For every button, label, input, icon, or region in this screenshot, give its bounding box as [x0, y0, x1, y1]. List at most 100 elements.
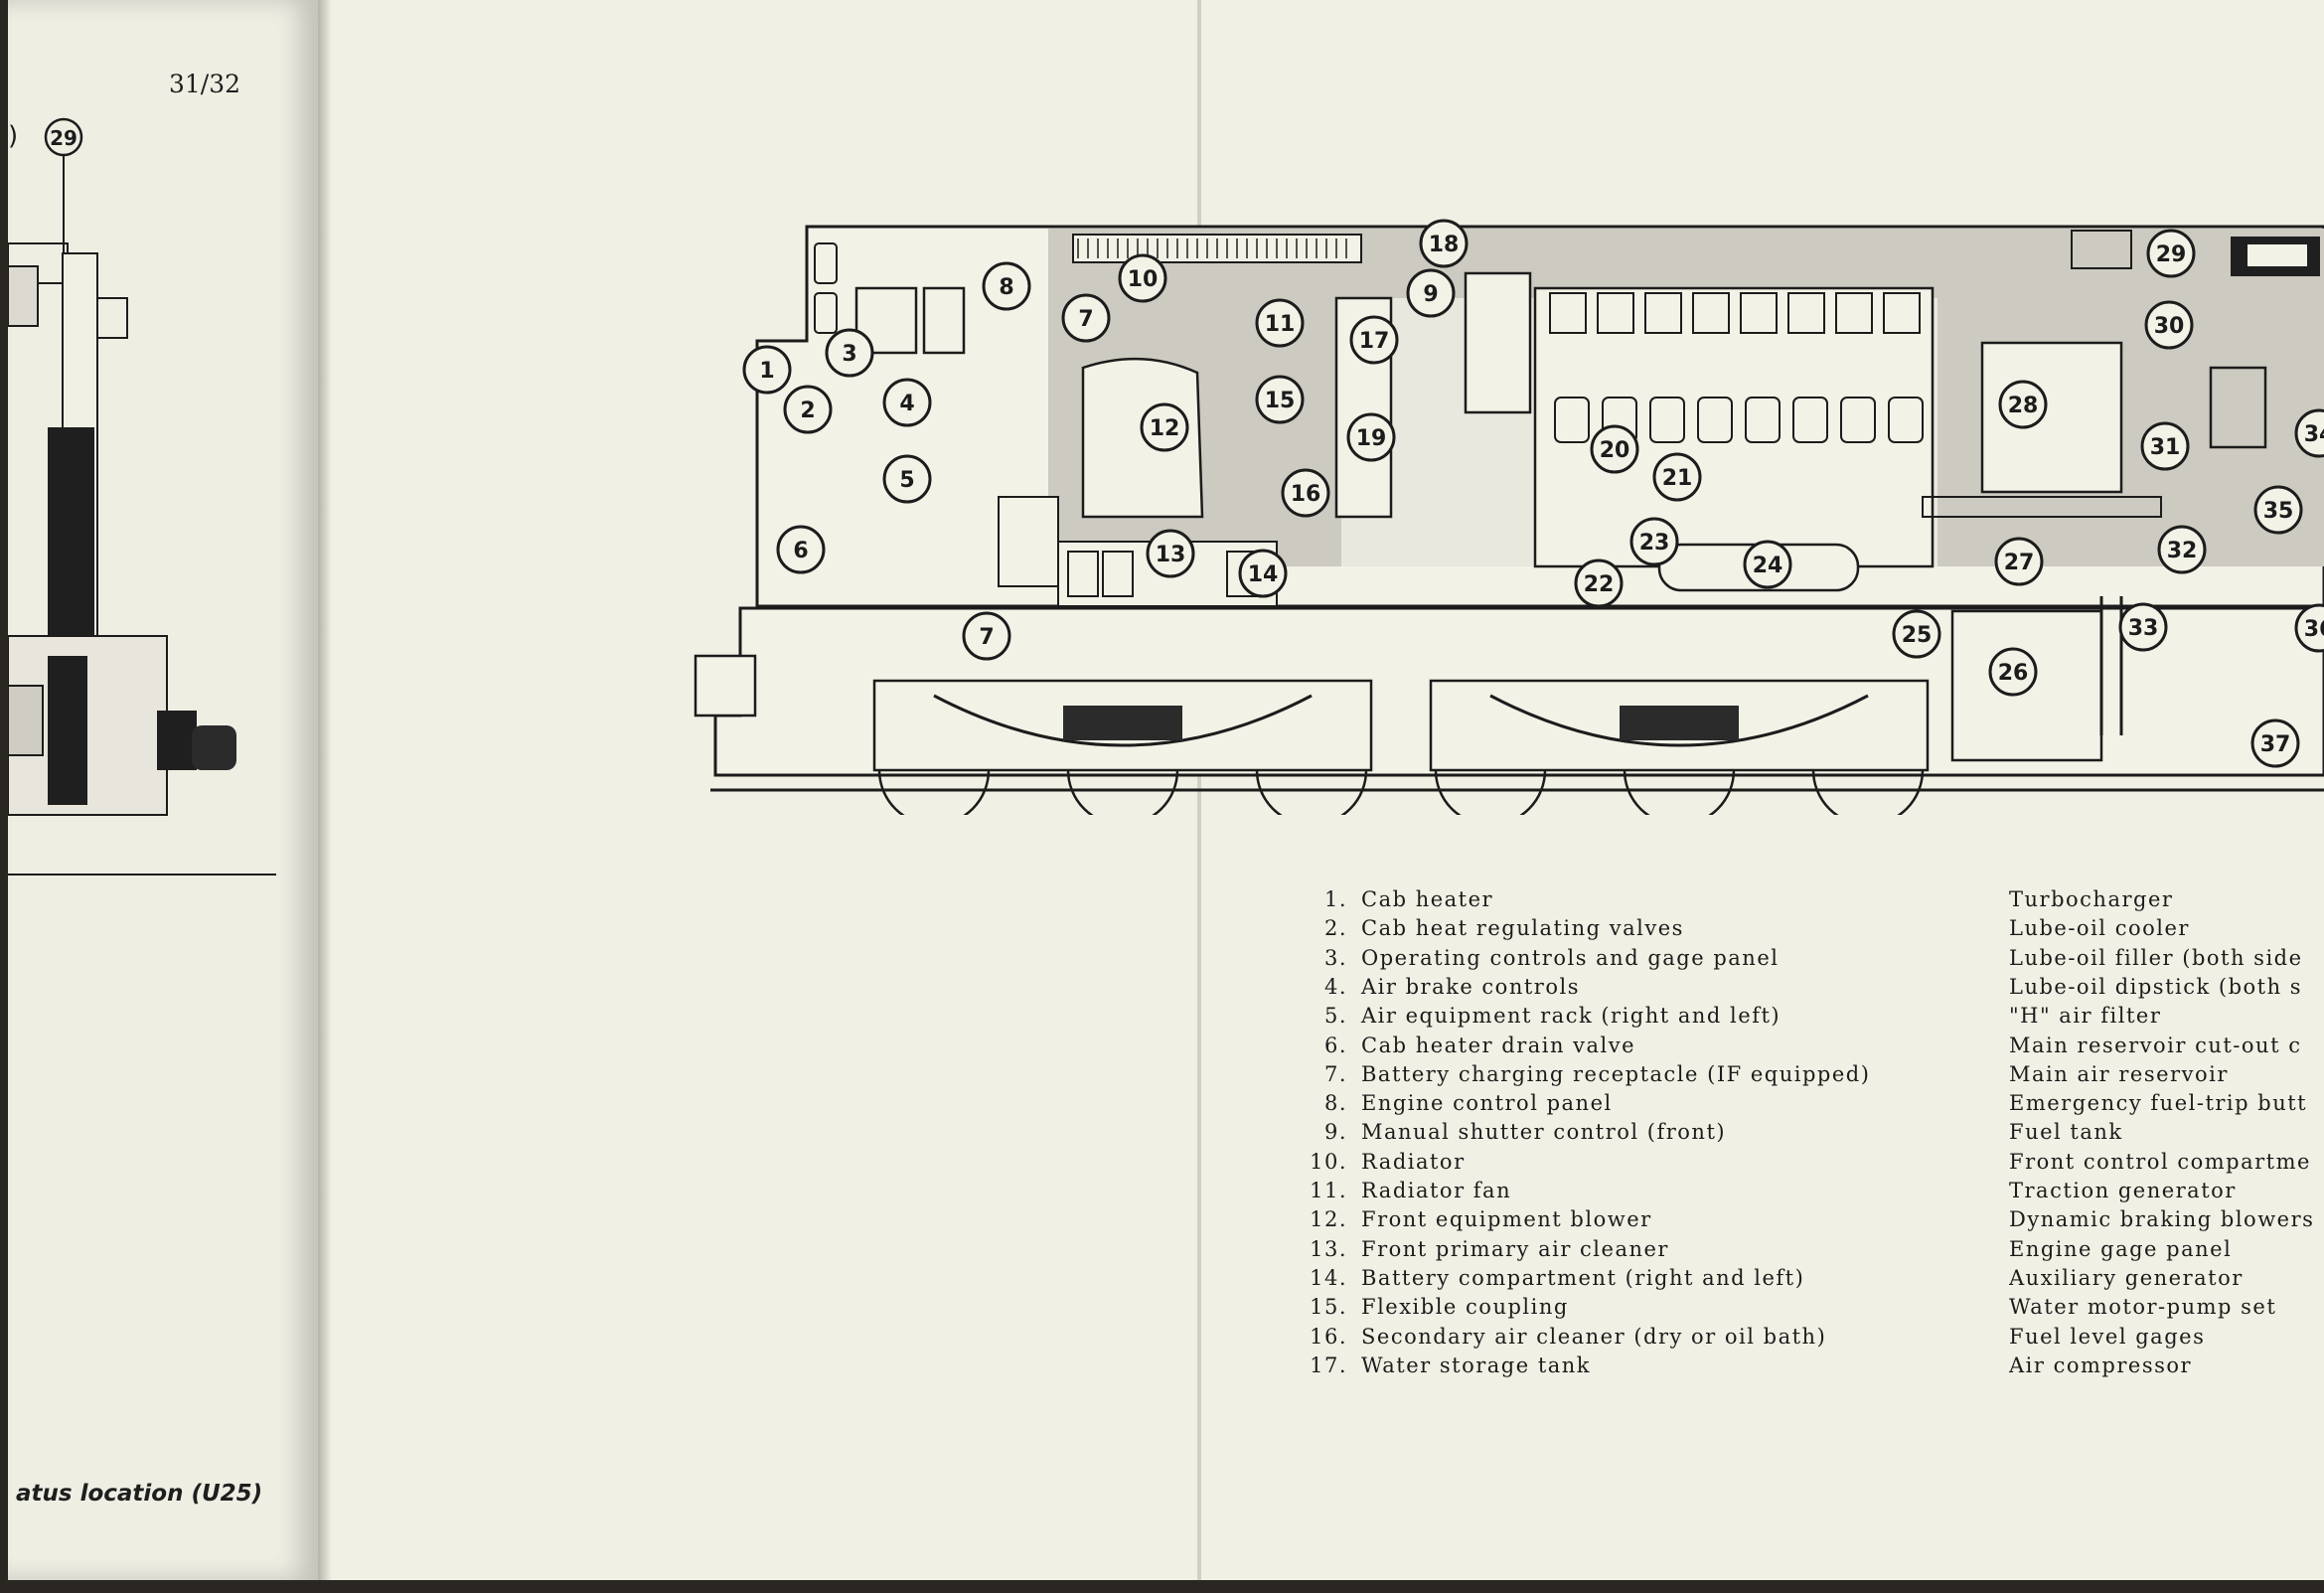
legend-item: 23.Main reservoir cut-out c [2009, 1034, 2301, 1057]
legend-item-text: Radiator fan [1361, 1179, 1512, 1202]
page-number: 31/32 [169, 70, 241, 98]
callout-label-26: 26 [1998, 661, 2029, 686]
legend-item-number: 11. [1310, 1179, 1347, 1202]
callout-label-12: 12 [1150, 416, 1180, 441]
callout-circle-36 [2294, 603, 2324, 653]
callout-label-35: 35 [2263, 499, 2294, 524]
cylinder-head [1549, 292, 1587, 334]
legend-item-number: 10. [1310, 1149, 1347, 1174]
truck-wheel [1623, 769, 1736, 815]
legend-item-text: Manual shutter control (front) [1361, 1120, 1727, 1145]
truck-spring-pack [1620, 706, 1739, 740]
callout-circle-2 [783, 385, 833, 434]
callout-circle-35 [2253, 485, 2303, 535]
legend-item-text: Lube-oil filler (both side [2009, 945, 2303, 970]
legend-item-number: 7. [1323, 1061, 1347, 1086]
callout-label-4: 4 [899, 392, 914, 416]
cylinder-head [1787, 292, 1825, 334]
callout-circle-28 [1998, 380, 2048, 429]
callout-circle-27 [1994, 537, 2044, 586]
legend-item-text: Battery compartment (right and left) [1361, 1265, 1805, 1290]
legend-item: 10.Radiator [1310, 1150, 1466, 1174]
cylinder-head [1883, 292, 1921, 334]
legend-item-text: Water storage tank [1361, 1353, 1592, 1377]
callout-label-1: 1 [759, 359, 774, 384]
legend-right: 18.Turbocharger19.Lube-oil cooler20.Lube… [2009, 887, 2324, 1404]
figure-caption: atus location (U25) [16, 1481, 263, 1507]
callout-circle-4 [882, 378, 932, 427]
legend-item-text: Traction generator [2009, 1179, 2237, 1202]
legend-item: 6.Cab heater drain valve [1324, 1034, 1635, 1057]
callout-circle-29 [2146, 229, 2196, 278]
legend-item-number: 6. [1323, 1033, 1347, 1057]
legend-item: 17. Water storage tank [1310, 1353, 1592, 1377]
callout-label-7: 7 [979, 625, 994, 650]
callout-label-24: 24 [1753, 554, 1783, 578]
truck-wheel [1434, 769, 1547, 815]
callout-circle-18 [1419, 219, 1469, 268]
legend-item-number: 14. [1310, 1265, 1347, 1290]
legend-item: 31.Auxiliary generator [2009, 1266, 2244, 1290]
legend-item: 13.Front primary air cleaner [1310, 1237, 1669, 1261]
legend-item-number: 13. [1310, 1236, 1347, 1261]
legend-item-text: Front control compartme [2009, 1149, 2311, 1174]
legend-item: 26.Fuel tank [2009, 1120, 2123, 1144]
legend-item: 2. Cab heat regulating valves [1324, 916, 1684, 941]
legend-item-text: Operating controls and gage panel [1361, 945, 1780, 970]
callout-label-19: 19 [1356, 426, 1387, 451]
callout-circle-8 [982, 261, 1031, 311]
callout-circle-22 [1574, 558, 1624, 608]
legend-item: 30.Engine gage panel [2009, 1237, 2232, 1261]
truck-frame [872, 679, 1373, 772]
legend-item: 7.Battery charging receptacle (IF equipp… [1324, 1062, 1870, 1086]
callout-circle-23 [1629, 517, 1679, 566]
legend-item: 5.Air equipment rack (right and left) [1324, 1004, 1781, 1028]
crankcase-door [1649, 397, 1685, 443]
truck-wheel [1066, 769, 1179, 815]
legend-item: 12.Front equipment blower [1310, 1207, 1652, 1231]
left-page-drawing: ) 29 [8, 117, 276, 876]
legend-item: 4.Air brake controls [1324, 975, 1580, 999]
legend-item-text: Main reservoir cut-out c [2009, 1033, 2302, 1057]
legend-item-number: 3. [1323, 945, 1347, 970]
legend-item-number: 2. [1323, 916, 1347, 941]
legend-item-text: Dynamic braking blowers [2009, 1207, 2315, 1232]
left-page-fragment: 31/32 ) 29 atus location (U25) [8, 0, 318, 1580]
callout-circle-31 [2140, 421, 2190, 471]
callout-label-17: 17 [1359, 329, 1390, 354]
callout-circle-9 [1406, 268, 1456, 318]
legend-item-number: 5. [1323, 1004, 1347, 1029]
callout-label-11: 11 [1265, 312, 1296, 337]
callout-label-25: 25 [1902, 623, 1933, 648]
crankcase-door [1745, 397, 1781, 443]
cylinder-head [1597, 292, 1634, 334]
legend-item-number: 4. [1323, 974, 1347, 999]
callout-circle-32 [2157, 525, 2207, 574]
callout-label-36: 36 [2304, 617, 2324, 642]
legend-item-number: 1. [1323, 887, 1347, 911]
callout-label-5: 5 [899, 468, 914, 493]
callout-label-20: 20 [1600, 438, 1630, 463]
callout-label-8: 8 [999, 275, 1013, 300]
callout-circle-30 [2144, 300, 2194, 350]
callout-label-29: 29 [2156, 242, 2187, 267]
legend-item-text: Cab heater [1361, 887, 1494, 911]
callout-circle-10 [1118, 253, 1167, 303]
callout-circle-16 [1281, 468, 1330, 518]
legend-item: 21.Lube-oil dipstick (both s [2009, 975, 2302, 999]
truck-frame [1429, 679, 1930, 772]
callout-circle-37 [2250, 718, 2300, 768]
cylinder-head [1644, 292, 1682, 334]
legend-item-number: 17. [1310, 1353, 1347, 1377]
crankcase-door [1554, 397, 1590, 443]
legend-item-text: Cab heat regulating valves [1361, 916, 1684, 941]
legend-item-number: 16. [1310, 1324, 1347, 1349]
callout-circle-25 [1892, 609, 1941, 659]
legend-item-text: Flexible coupling [1361, 1295, 1569, 1320]
callout-label-33: 33 [2128, 616, 2159, 641]
callout-label-27: 27 [2004, 551, 2035, 575]
legend-item: 18.Turbocharger [2009, 887, 2173, 911]
turbocharger-housing [1464, 271, 1532, 414]
callout-label-2: 2 [800, 398, 815, 423]
